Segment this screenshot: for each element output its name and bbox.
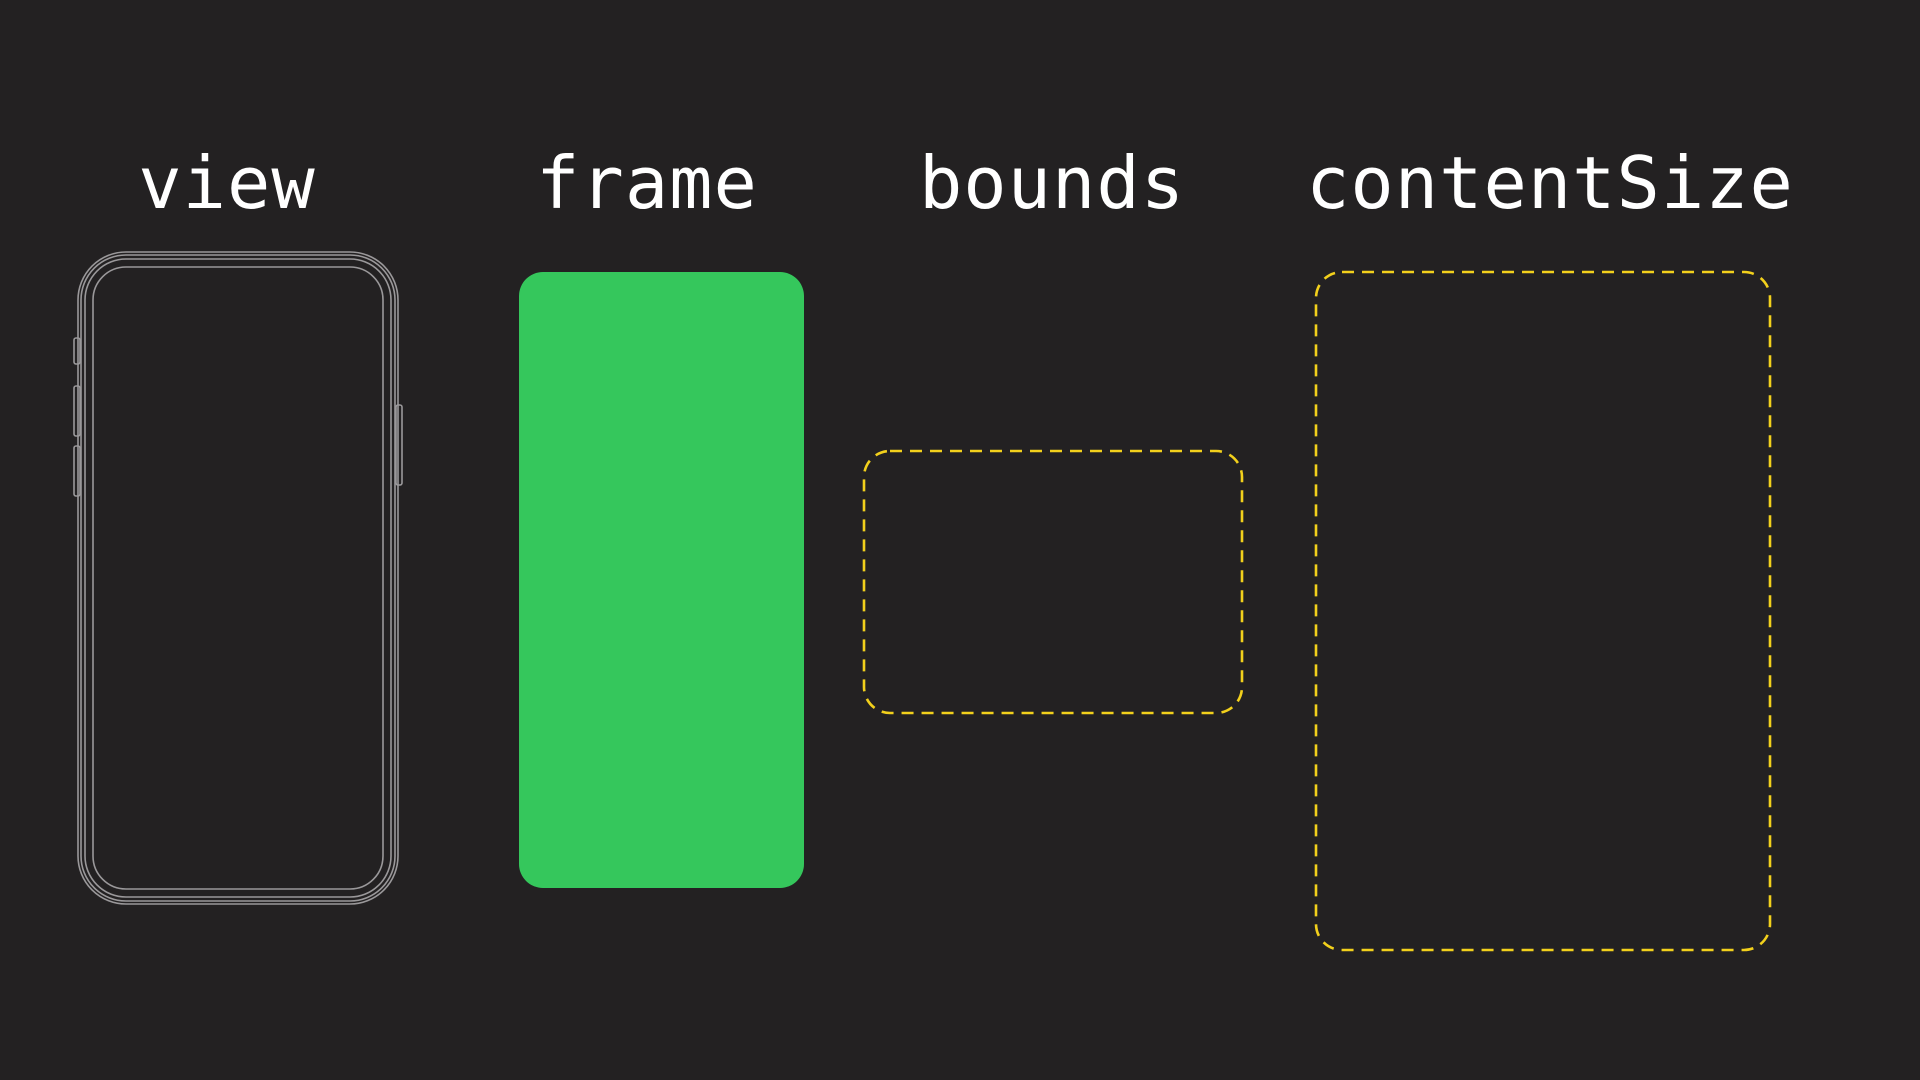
phone-screen	[92, 266, 384, 890]
phone-side-button	[395, 404, 403, 486]
phone-outline-strokes	[73, 251, 403, 905]
phone-volume-up-button	[73, 385, 81, 437]
frame-label: frame	[536, 141, 758, 225]
content-size-dashed-outline	[1314, 270, 1772, 952]
phone-outer-edge-inner	[80, 254, 396, 902]
content-size-rectangle	[1314, 270, 1772, 952]
bounds-label: bounds	[918, 141, 1186, 225]
bounds-dashed-outline	[862, 449, 1244, 715]
frame-rectangle	[519, 272, 804, 888]
phone-mute-switch	[73, 337, 81, 365]
phone-bezel	[84, 258, 392, 898]
view-label: view	[138, 141, 316, 225]
bounds-rectangle	[862, 449, 1244, 715]
phone-outer-edge	[77, 251, 399, 905]
phone-volume-down-button	[73, 445, 81, 497]
phone-outline-icon	[73, 251, 403, 905]
content-size-label: contentSize	[1306, 141, 1794, 225]
